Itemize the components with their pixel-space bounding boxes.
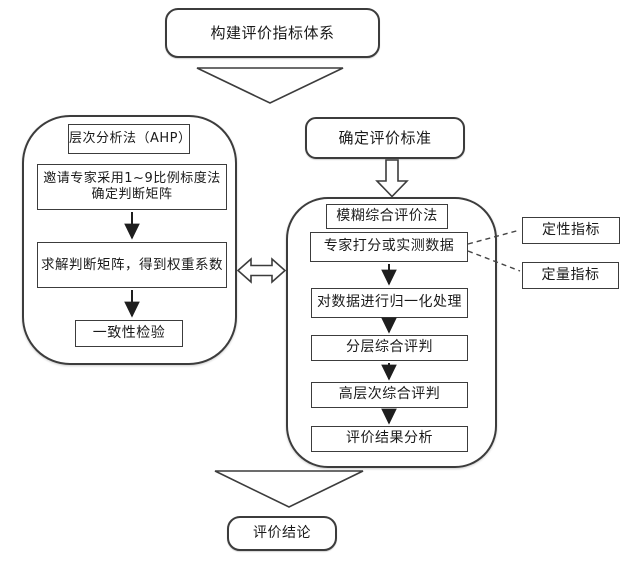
ahp-step-judgment-matrix: 邀请专家采用1~9比例标度法确定判断矩阵	[37, 164, 227, 210]
ahp-title-node: 层次分析法（AHP）	[68, 124, 191, 154]
quantitative-indicator-node: 定量指标	[522, 262, 619, 289]
criteria-node: 确定评价标准	[305, 117, 465, 159]
block-arrow-down-icon	[375, 159, 409, 198]
fuzzy-step-layered-evaluation: 分层综合评判	[311, 335, 468, 361]
fuzzy-step-normalization: 对数据进行归一化处理	[311, 288, 468, 318]
triangle-down-bottom-icon	[214, 470, 364, 508]
qualitative-indicator-node: 定性指标	[522, 217, 620, 244]
fuzzy-step-expert-scoring: 专家打分或实测数据	[310, 232, 468, 262]
double-arrow-icon	[236, 257, 287, 284]
start-node: 构建评价指标体系	[165, 8, 380, 58]
triangle-down-top-icon	[196, 67, 344, 104]
end-node: 评价结论	[227, 516, 337, 551]
fuzzy-title-node: 模糊综合评价法	[326, 204, 448, 229]
ahp-step-consistency-check: 一致性检验	[75, 320, 183, 347]
ahp-step-weight-coefficients: 求解判断矩阵，得到权重系数	[37, 242, 227, 288]
fuzzy-step-high-level-evaluation: 高层次综合评判	[311, 382, 468, 408]
fuzzy-step-result-analysis: 评价结果分析	[311, 426, 468, 452]
